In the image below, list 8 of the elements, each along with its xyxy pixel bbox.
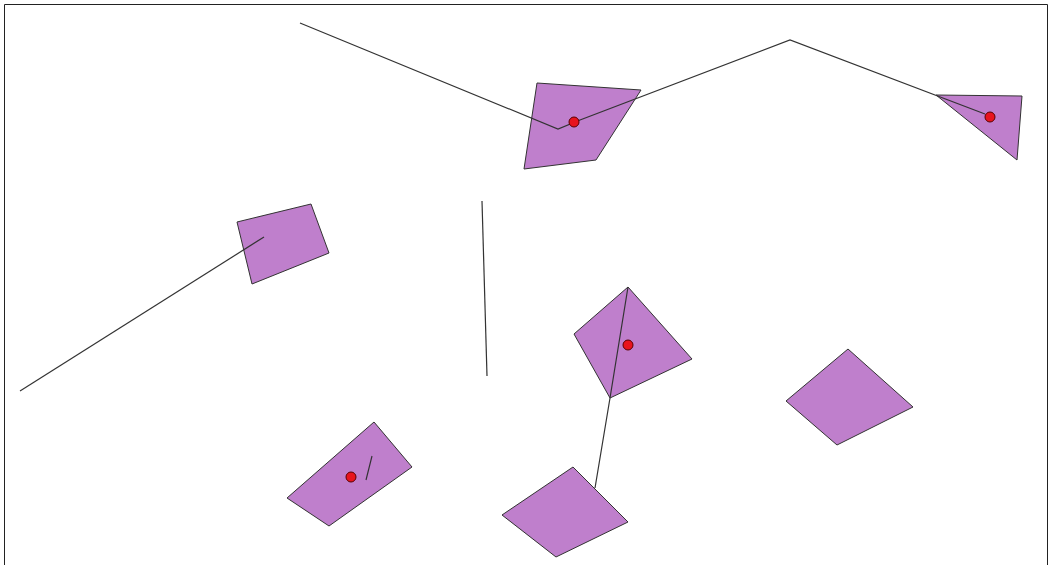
polygon-shape <box>236 203 330 285</box>
polygon-shape <box>523 82 642 170</box>
polygon-shape <box>573 286 693 399</box>
polygon-shape <box>286 421 413 527</box>
polygon-shape <box>935 94 1023 161</box>
line-feature <box>594 286 629 489</box>
polygon-shape <box>785 348 914 446</box>
polygon-shape <box>501 466 629 558</box>
